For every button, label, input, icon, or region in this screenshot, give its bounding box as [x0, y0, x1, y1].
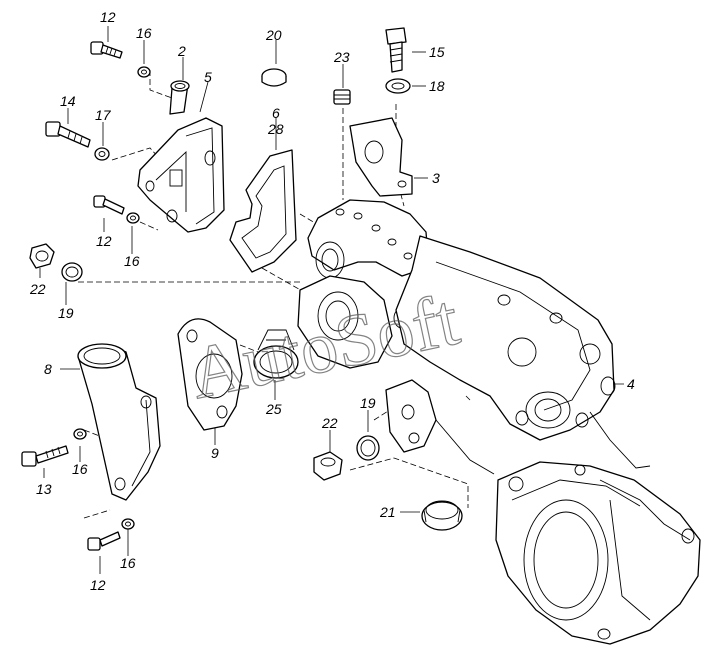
washer-16-d — [121, 518, 135, 530]
washer-18 — [385, 78, 411, 94]
callout-12: 12 — [90, 577, 106, 593]
bolt-14 — [45, 121, 91, 148]
oring-19-left — [61, 262, 83, 282]
callout-labels: 12 16 2 5 14 17 12 16 20 6 28 23 15 18 3… — [29, 9, 635, 593]
nipple-2 — [169, 80, 190, 115]
leader-lines — [39, 26, 624, 574]
callout-22: 22 — [29, 281, 46, 297]
callout-4: 4 — [627, 376, 635, 392]
callout-28: 28 — [267, 121, 284, 137]
callout-3: 3 — [432, 170, 440, 186]
callout-2: 2 — [177, 43, 186, 59]
oring-19-mid — [356, 435, 380, 461]
bolt-12-mid — [93, 195, 125, 215]
callout-25: 25 — [265, 401, 282, 417]
callout-21: 21 — [379, 504, 396, 520]
callout-19: 19 — [58, 305, 74, 321]
flange-5 — [137, 117, 225, 233]
plug-22-mid — [313, 451, 343, 481]
callout-6: 6 — [272, 105, 280, 121]
plug-23 — [333, 89, 351, 105]
ring-21 — [421, 500, 463, 531]
callout-15: 15 — [429, 44, 445, 60]
callout-19: 19 — [360, 395, 376, 411]
housing-4 — [297, 199, 701, 645]
callout-16: 16 — [120, 555, 136, 571]
elbow-pipe-8 — [77, 343, 161, 501]
callout-16: 16 — [136, 25, 152, 41]
washer-16-top — [137, 66, 151, 78]
cap-20 — [261, 68, 287, 87]
callout-16: 16 — [72, 461, 88, 477]
callout-9: 9 — [211, 445, 219, 461]
callout-22: 22 — [321, 415, 338, 431]
washer-17 — [94, 147, 110, 161]
gasket-6-28 — [229, 149, 297, 273]
callout-20: 20 — [265, 27, 282, 43]
callout-12: 12 — [100, 9, 116, 25]
callout-5: 5 — [204, 69, 212, 85]
bolt-12-top — [90, 41, 123, 59]
callout-8: 8 — [44, 361, 52, 377]
bolt-12-bottom — [87, 531, 121, 551]
gasket-9 — [177, 318, 243, 431]
bolt-13 — [21, 445, 69, 467]
thermostat-25 — [253, 329, 299, 379]
washer-16-mid — [126, 212, 140, 224]
bolt-15 — [385, 27, 407, 73]
callout-14: 14 — [60, 93, 76, 109]
callout-12: 12 — [96, 233, 112, 249]
bracket-3 — [349, 117, 413, 197]
callout-16: 16 — [124, 253, 140, 269]
washer-16-c — [73, 428, 87, 440]
plug-22-left — [29, 243, 55, 269]
callout-18: 18 — [429, 78, 445, 94]
callout-17: 17 — [95, 107, 112, 123]
callout-23: 23 — [333, 49, 350, 65]
callout-13: 13 — [36, 481, 52, 497]
